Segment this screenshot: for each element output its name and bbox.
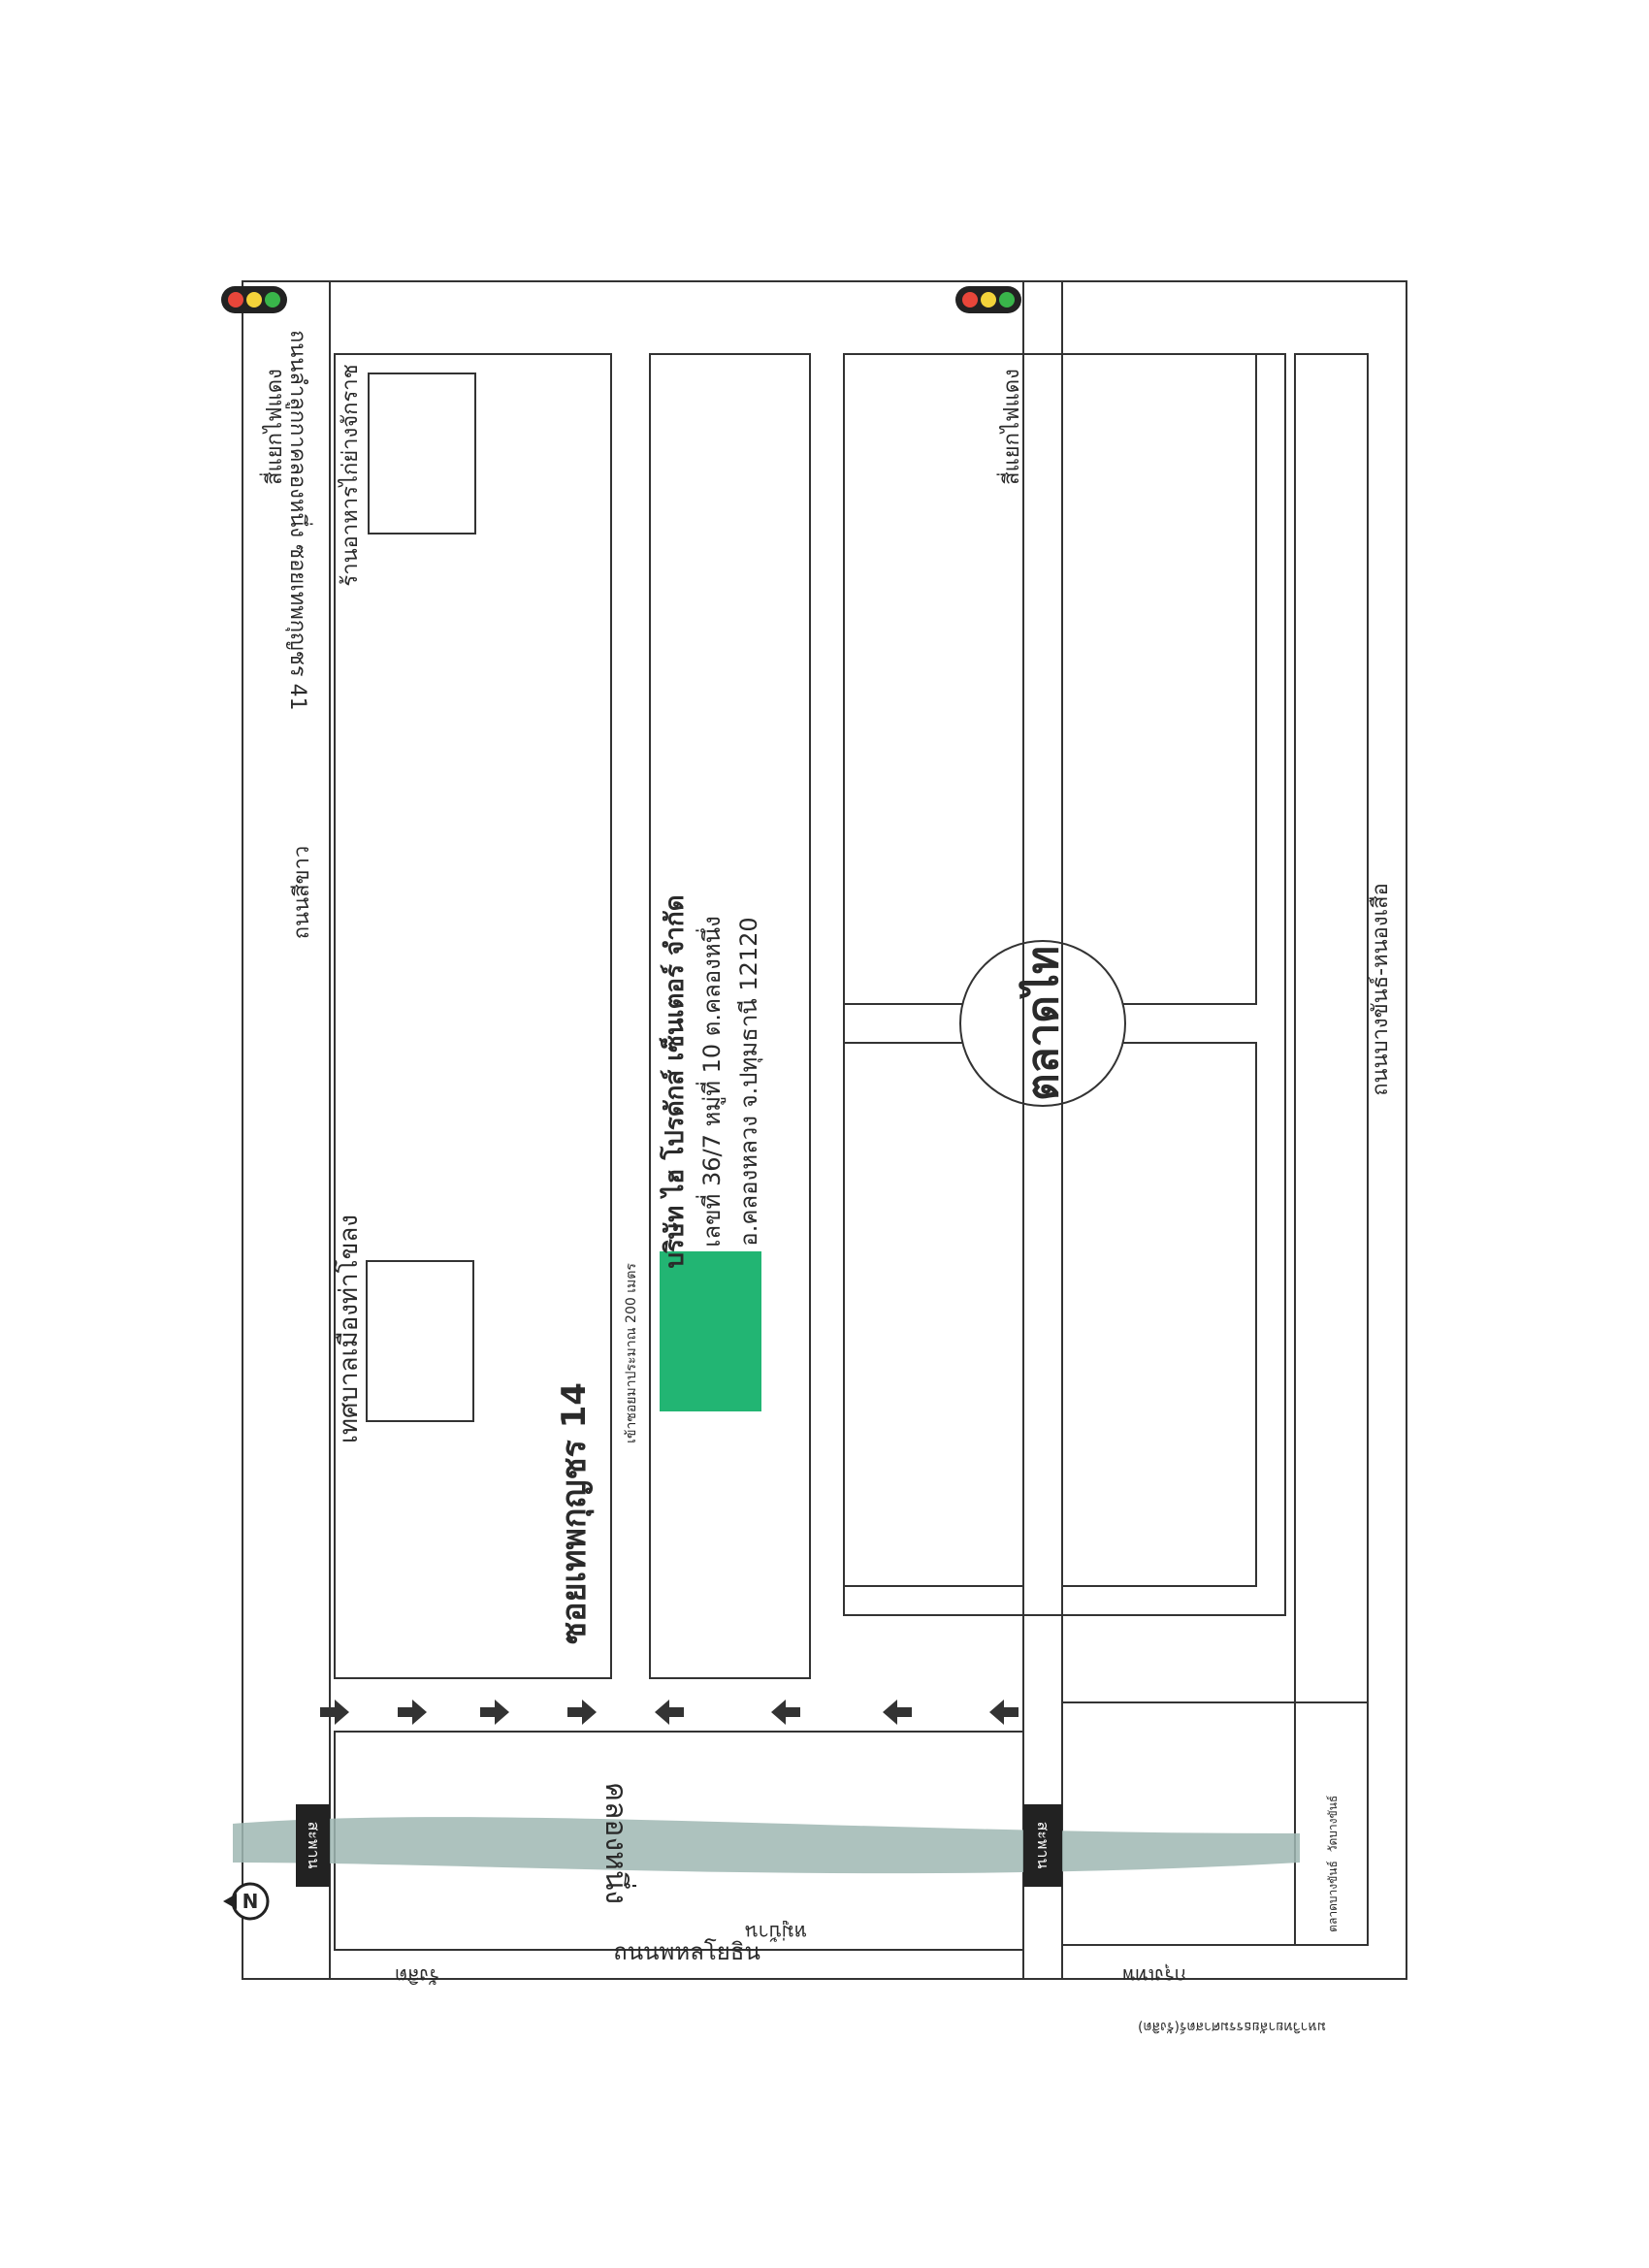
block-left	[334, 353, 612, 1679]
direction-rangsit: รังสิต	[395, 1964, 439, 1988]
bottom-right-area	[1061, 1701, 1369, 1946]
canal-label: คลองหนึ่ง	[598, 1782, 636, 1904]
intersection-right-label: สี่แยกไฟแดง	[996, 369, 1024, 485]
canal	[233, 1817, 1300, 1874]
university-label: มหาวิทยาลัยธรรมศาสตร์(รังสิต)	[1138, 2019, 1326, 2035]
market-block-tl	[843, 353, 1024, 1005]
road-right-label: ถนนบางขันธ์-หนองเสือ	[1369, 883, 1393, 1096]
restaurant-box	[368, 373, 476, 535]
outer-road-outline	[242, 280, 1407, 1980]
municipality-label: เทศบาลเมืองท่าโขลง	[334, 1215, 364, 1443]
bridge-top-label: สะพาน	[305, 1822, 323, 1869]
company-address-1: เลขที่ 36/7 หมู่ที่ 10 ต.คลองหนึ่ง	[695, 916, 727, 1247]
soi-label: ซอยเทพกุญชร 14	[555, 1382, 595, 1644]
bridge-top	[296, 1804, 330, 1887]
block-middle	[649, 353, 811, 1679]
bridge-bottom-label: สะพาน	[1034, 1822, 1052, 1869]
restaurant-label: ร้านอาหารไก่ย่างจักราช	[338, 364, 363, 586]
market-roundabout	[959, 940, 1126, 1107]
road-top-label: ถนนลำลูกกาคลองหนึ่ง ซอยเทพกุญชร 41	[285, 330, 313, 711]
traffic-arrows	[320, 1700, 1018, 1725]
road-bottom-label: ถนนพหลโยธิน	[613, 1938, 760, 1965]
company-name: บริษัท ไฮ โปรดักส์ เซ็นเตอร์ จำกัด	[659, 895, 690, 1269]
small-box-1: ตลาดบางขันธ์	[1326, 1861, 1340, 1932]
north-label: N	[242, 1890, 259, 1913]
village-label: หมู่บ้าน	[745, 1920, 807, 1944]
market-block-tr	[1061, 353, 1257, 1005]
north-arrow: N	[223, 1882, 270, 1921]
intersection-left-label: สี่แยกไฟแดง	[259, 369, 287, 485]
market-label: ตลาดไท	[1018, 946, 1068, 1101]
municipality-box	[366, 1260, 474, 1422]
traffic-light-left	[221, 286, 287, 313]
traffic-light-right	[955, 286, 1021, 313]
market-block-br	[1061, 1042, 1257, 1587]
road-left-label: ถนนสีขาว	[290, 846, 314, 940]
direction-bangkok: กรุงเทพ	[1122, 1963, 1186, 1988]
company-location-block	[660, 1251, 761, 1411]
small-box-2: วัดบางขันธ์	[1326, 1796, 1340, 1852]
bridge-bottom	[1023, 1804, 1062, 1887]
right-strip	[1294, 353, 1369, 1946]
market-block-bl	[843, 1042, 1024, 1587]
company-address-2: อ.คลองหลวง จ.ปทุมธานี 12120	[735, 917, 763, 1246]
soi-distance-note: เข้าซอยมาประมาณ 200 เมตร	[624, 1263, 639, 1443]
